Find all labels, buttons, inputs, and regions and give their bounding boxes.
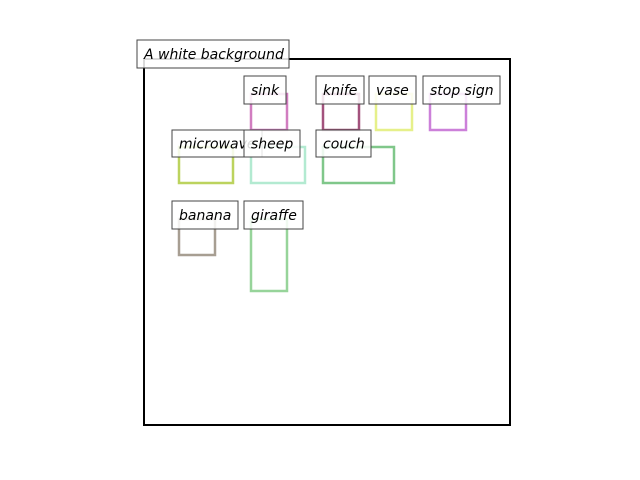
canvas-caption-text: A white background [143,47,284,63]
label-text-couch: couch [323,137,365,153]
label-box-giraffe [243,200,304,230]
label-text-vase: vase [376,83,409,99]
label-box-vase [368,75,417,105]
label-sheep: sheep [243,129,301,158]
canvas-caption: A white background [136,39,290,69]
label-box-stop-sign [422,75,501,105]
label-text-sink: sink [251,83,280,99]
label-box-sink [243,75,287,105]
label-box-couch [315,129,372,158]
label-text-microwave: microwave [179,137,255,153]
label-vase: vase [368,75,417,105]
label-box-sheep [243,129,301,158]
label-text-knife: knife [323,83,357,99]
label-text-banana: banana [179,208,231,224]
label-giraffe: giraffe [243,200,304,230]
label-banana: banana [171,200,239,230]
label-couch: couch [315,129,372,158]
label-text-sheep: sheep [251,137,293,153]
label-text-giraffe: giraffe [251,208,297,224]
label-box-knife [315,75,365,105]
bbox-giraffe [249,217,289,293]
label-knife: knife [315,75,365,105]
label-stop-sign: stop sign [422,75,501,105]
label-sink: sink [243,75,287,105]
label-text-stop-sign: stop sign [430,83,494,99]
label-box-banana [171,200,239,230]
canvas-border [143,58,511,426]
